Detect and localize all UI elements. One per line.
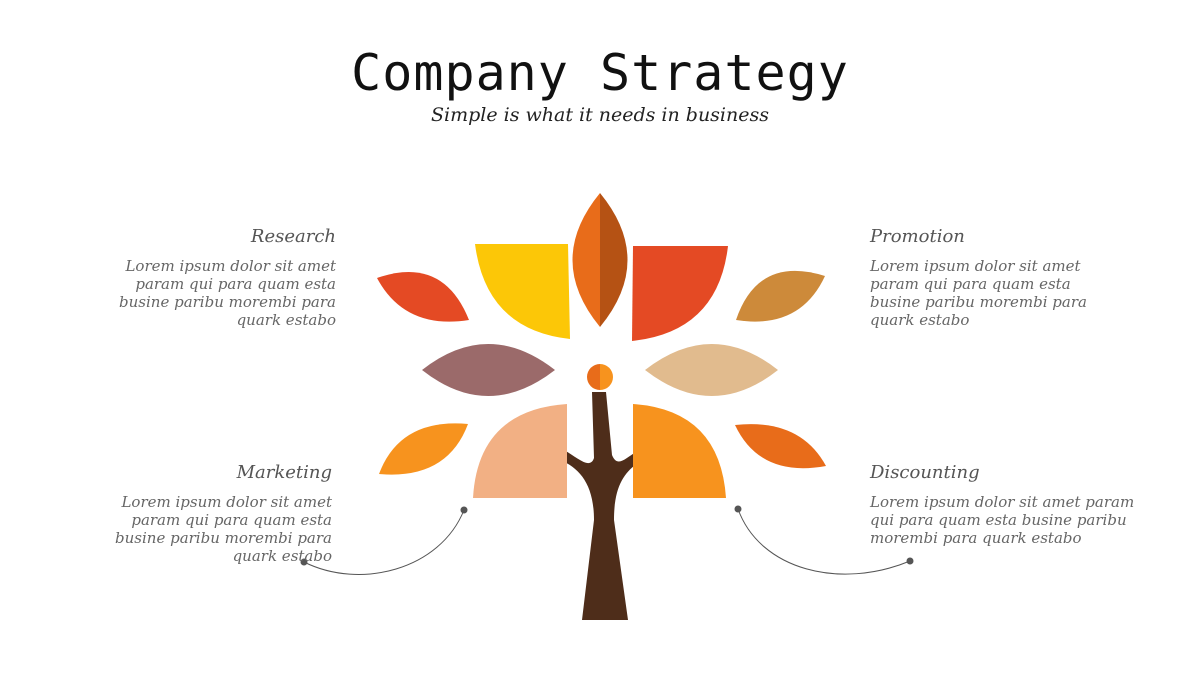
leaf-tan — [645, 344, 778, 396]
leaf-red-upper-right — [632, 246, 728, 341]
promotion-text: Lorem ipsum dolor sit amet param qui par… — [870, 257, 1087, 329]
leaf-red-upper-left — [377, 271, 469, 322]
bud-left — [587, 364, 600, 390]
marketing-text: Lorem ipsum dolor sit amet param qui par… — [115, 493, 332, 565]
connector-marketing-dot-start — [460, 506, 468, 514]
promotion-block: Promotion Lorem ipsum dolor sit amet par… — [870, 226, 1100, 329]
page-title: Company Strategy — [351, 44, 849, 102]
research-block: Research Lorem ipsum dolor sit amet para… — [100, 226, 336, 329]
connector-discounting-dot-end — [906, 557, 914, 565]
connector-marketing-dot-end — [300, 558, 308, 566]
marketing-block: Marketing Lorem ipsum dolor sit amet par… — [96, 462, 332, 565]
leaf-dark-orange — [735, 424, 826, 469]
leaf-peach — [473, 404, 567, 498]
leaf-orange-lower-left — [379, 423, 468, 475]
connector-discounting-dot-start — [734, 505, 742, 513]
leaf-orange-lower-right — [633, 404, 726, 498]
marketing-heading: Marketing — [236, 462, 332, 483]
leaf-yellow — [475, 244, 570, 339]
leaf-top-center-right — [600, 193, 628, 327]
bud-right — [600, 364, 613, 390]
page-subtitle: Simple is what it needs in business — [431, 104, 769, 126]
research-text: Lorem ipsum dolor sit amet param qui par… — [119, 257, 336, 329]
connector-discounting — [737, 508, 911, 575]
discounting-text: Lorem ipsum dolor sit amet param qui par… — [870, 493, 1135, 547]
leaf-ochre — [736, 270, 825, 322]
tree-trunk — [560, 392, 644, 620]
discounting-heading: Discounting — [870, 462, 980, 483]
research-heading: Research — [250, 226, 336, 247]
leaf-top-center-left — [572, 193, 600, 327]
promotion-heading: Promotion — [870, 226, 965, 247]
discounting-block: Discounting Lorem ipsum dolor sit amet p… — [870, 462, 1140, 547]
connector-marketing — [303, 509, 465, 575]
leaf-mauve — [422, 344, 555, 396]
